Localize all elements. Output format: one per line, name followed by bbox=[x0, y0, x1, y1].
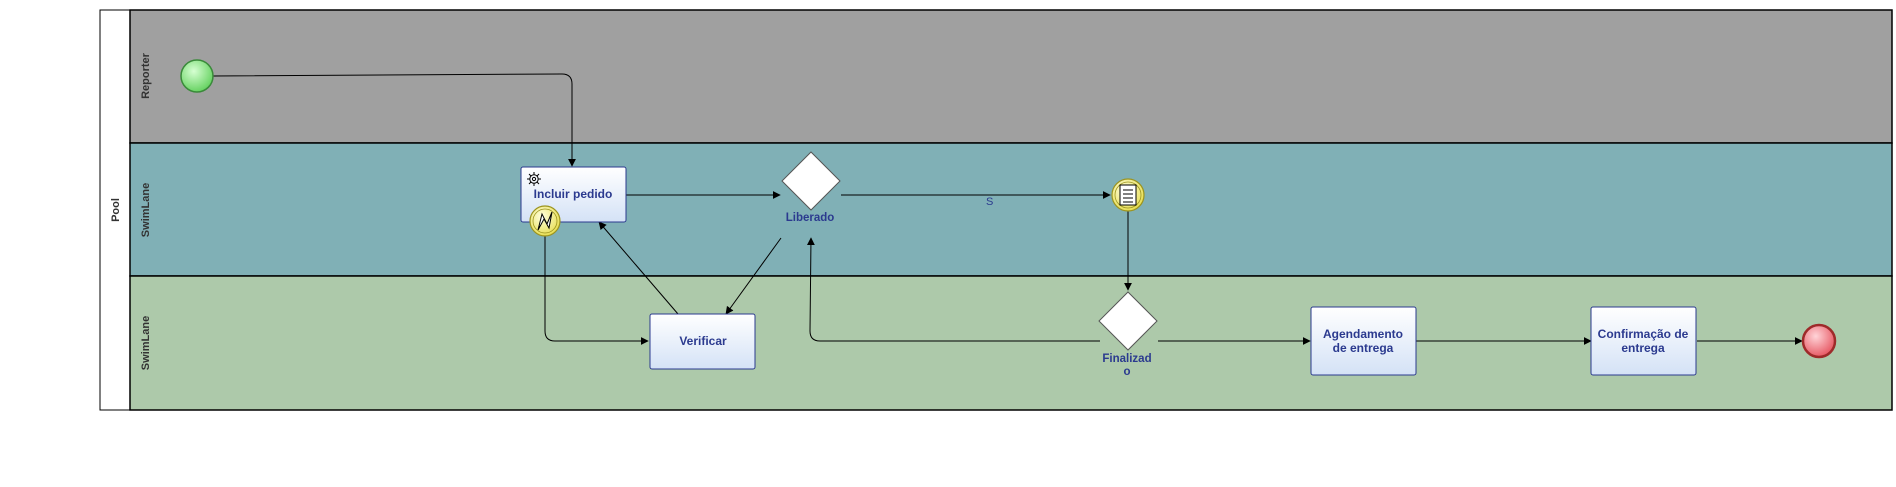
gateway-finalizado[interactable]: Finalizad o bbox=[1098, 291, 1158, 378]
task-confirmacao-de-entrega[interactable]: Confirmação de entrega bbox=[1590, 306, 1697, 376]
task-incluir-pedido-label: Incluir pedido bbox=[534, 187, 613, 201]
flow-label-s: S bbox=[986, 196, 993, 208]
task-verificar-label: Verificar bbox=[679, 334, 727, 348]
gateway-liberado-label: Liberado bbox=[786, 212, 835, 224]
lane-reporter-label: Reporter bbox=[140, 52, 152, 99]
pool-label: Pool bbox=[110, 198, 122, 222]
flow-verificar-to-incluir[interactable] bbox=[598, 221, 679, 315]
task-confirmacao-label-line2: entrega bbox=[1621, 341, 1665, 355]
lane-swimlane-1-body bbox=[129, 142, 1893, 277]
lane-swimlane-1-label: SwimLane bbox=[140, 183, 152, 237]
lane-swimlane-1: SwimLane bbox=[129, 142, 1893, 277]
gateway-finalizado-diamond[interactable] bbox=[1098, 291, 1158, 351]
flow-liberado-to-verificar[interactable] bbox=[725, 237, 782, 315]
task-agendamento-de-entrega[interactable]: Agendamento de entrega bbox=[1310, 306, 1417, 376]
flow-finalizado-to-liberado[interactable] bbox=[806, 237, 1100, 342]
pool-header bbox=[99, 9, 131, 411]
gear-icon bbox=[527, 172, 541, 186]
task-verificar[interactable]: Verificar bbox=[649, 313, 756, 370]
gateway-liberado[interactable]: Liberado bbox=[781, 151, 841, 224]
start-event[interactable] bbox=[180, 59, 214, 93]
document-icon bbox=[1119, 184, 1137, 206]
task-verificar-box[interactable] bbox=[649, 313, 756, 370]
task-agendamento-label-line2: de entrega bbox=[1333, 341, 1394, 355]
lane-reporter: Reporter bbox=[129, 9, 1893, 144]
task-confirmacao-box[interactable] bbox=[1590, 306, 1697, 376]
message-event[interactable] bbox=[1111, 178, 1145, 212]
task-agendamento-label-line1: Agendamento bbox=[1323, 327, 1403, 341]
sequence-flows bbox=[212, 73, 1803, 345]
gateway-finalizado-label-line1: Finalizad bbox=[1102, 353, 1151, 365]
task-agendamento-box[interactable] bbox=[1310, 306, 1417, 376]
lightning-icon bbox=[537, 211, 553, 231]
gateway-finalizado-label-line2: o bbox=[1123, 366, 1130, 378]
task-confirmacao-label-line1: Confirmação de bbox=[1598, 327, 1689, 341]
lane-reporter-body bbox=[129, 9, 1893, 144]
gateway-liberado-diamond[interactable] bbox=[781, 151, 841, 211]
flow-start-to-incluir[interactable] bbox=[212, 73, 576, 167]
boundary-event[interactable] bbox=[529, 205, 561, 237]
end-event[interactable] bbox=[1801, 323, 1837, 359]
flow-timer-to-verificar[interactable] bbox=[544, 236, 649, 345]
lane-swimlane-2-label: SwimLane bbox=[140, 316, 152, 370]
